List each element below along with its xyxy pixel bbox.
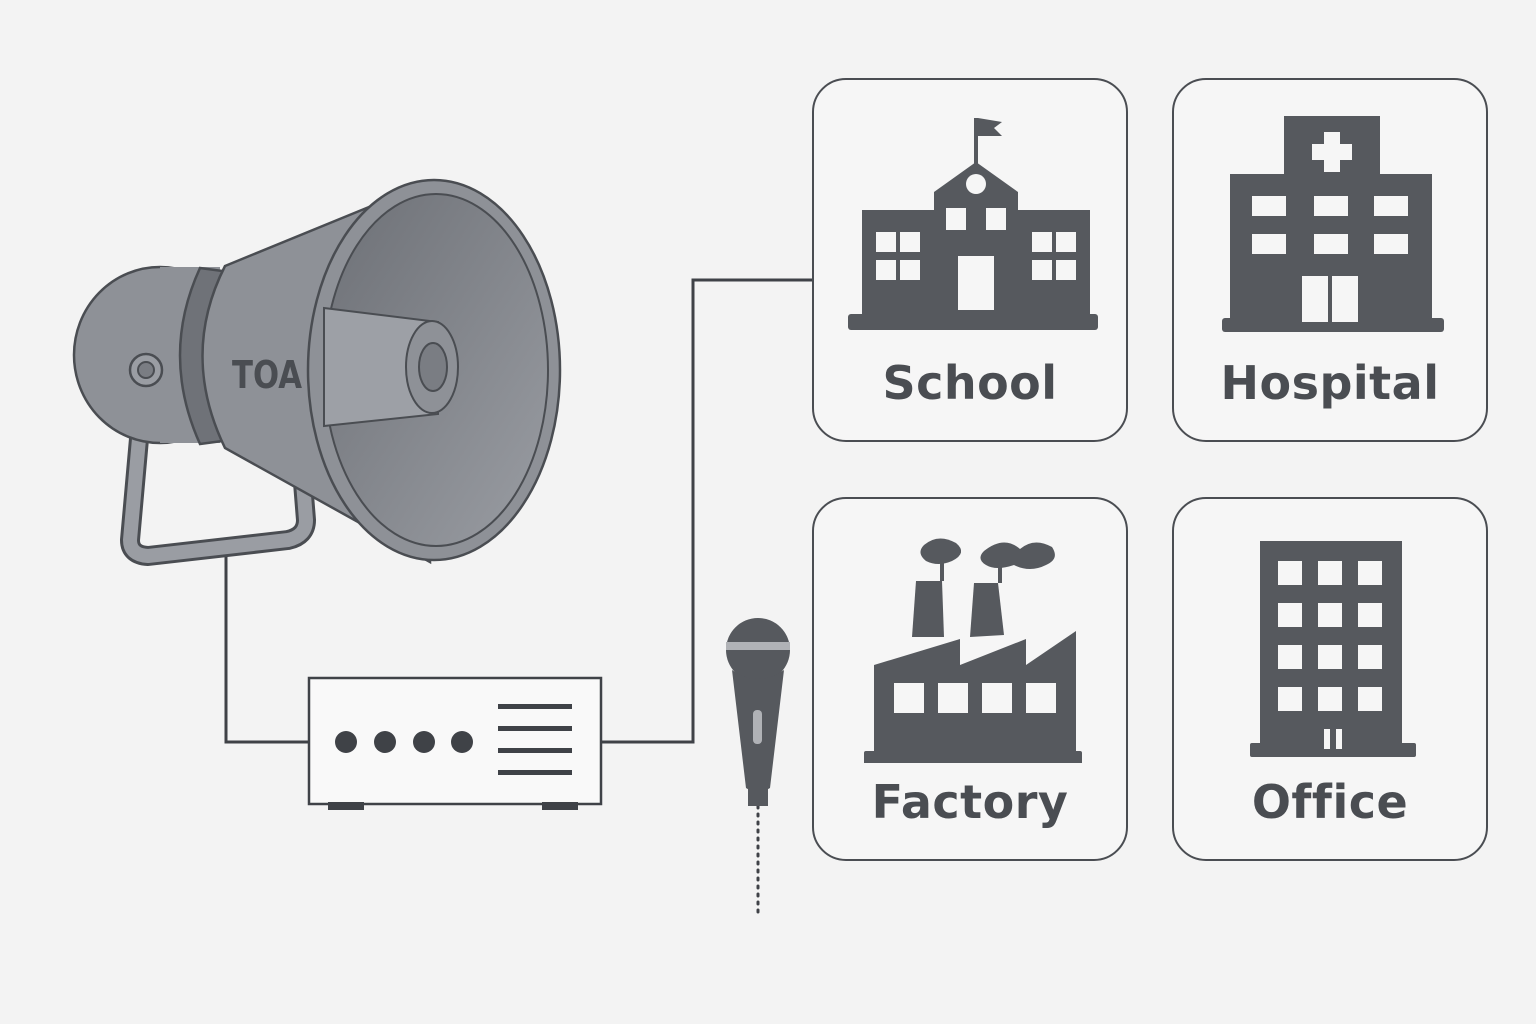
horn-speaker-icon: TOA xyxy=(72,178,562,566)
venue-label-factory: Factory xyxy=(871,775,1069,829)
venue-label-hospital: Hospital xyxy=(1220,356,1440,410)
venue-card-office: Office xyxy=(1172,497,1488,861)
microphone-icon xyxy=(726,618,790,806)
amplifier-to-venues-wire xyxy=(600,278,814,744)
hospital-icon xyxy=(1222,116,1444,332)
venue-label-school: School xyxy=(882,356,1058,410)
venue-card-school: School xyxy=(812,78,1128,442)
venue-card-factory: Factory xyxy=(812,497,1128,861)
school-icon xyxy=(848,118,1098,330)
venue-card-hospital: Hospital xyxy=(1172,78,1488,442)
venue-label-office: Office xyxy=(1251,775,1409,829)
office-building-icon xyxy=(1250,541,1416,757)
speaker-brand-label: TOA xyxy=(232,353,302,397)
speaker-to-amplifier-wire xyxy=(224,550,308,744)
amplifier-icon xyxy=(307,676,603,810)
factory-icon xyxy=(864,538,1082,763)
